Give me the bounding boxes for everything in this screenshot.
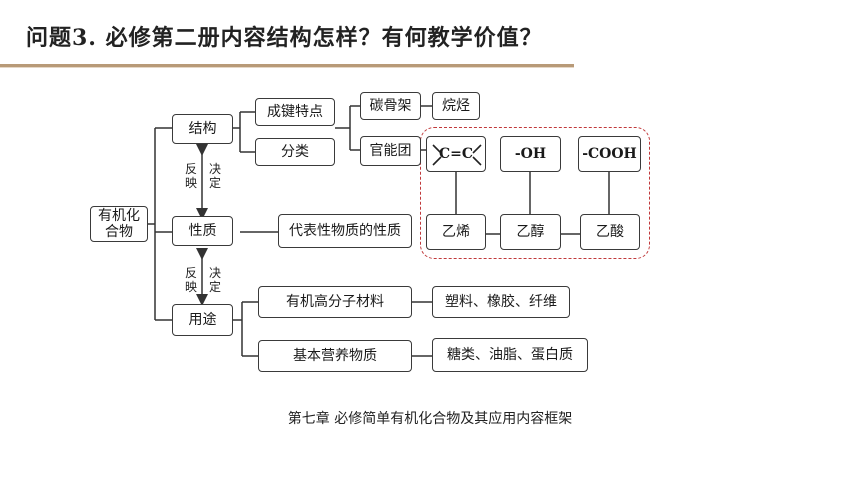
node-ethanol: 乙醇 (500, 214, 561, 250)
node-ethylene: 乙烯 (426, 214, 486, 250)
relation-reflect-2: 反 映 (184, 266, 197, 294)
node-property: 性质 (172, 216, 233, 246)
relation-determine-1: 决 定 (208, 162, 221, 190)
node-functional-group: 官能团 (360, 136, 421, 166)
node-cc-double: C=C (426, 136, 486, 172)
node-representative: 代表性物质的性质 (278, 214, 412, 248)
node-bond-feature: 成键特点 (255, 98, 335, 126)
node-classification: 分类 (255, 138, 335, 166)
node-acetic-acid: 乙酸 (580, 214, 640, 250)
node-oh: -OH (500, 136, 561, 172)
node-cooh: -COOH (578, 136, 641, 172)
title-underline (0, 64, 574, 67)
relation-reflect-1: 反 映 (184, 162, 197, 190)
node-nutrients: 基本营养物质 (258, 340, 412, 372)
node-polymer-examples: 塑料、橡胶、纤维 (432, 286, 570, 318)
cc-double-bond-icon (432, 144, 482, 166)
node-carbon-skeleton: 碳骨架 (360, 92, 421, 120)
relation-determine-2: 决 定 (208, 266, 221, 294)
node-alkane: 烷烃 (432, 92, 480, 120)
functional-group-highlight (420, 127, 650, 259)
node-usage: 用途 (172, 304, 233, 336)
cc-double-label: C=C (438, 146, 473, 162)
node-polymer: 有机高分子材料 (258, 286, 412, 318)
title-underline-shadow (0, 67, 574, 68)
node-nutrient-examples: 糖类、油脂、蛋白质 (432, 338, 588, 372)
figure-caption: 第七章 必修简单有机化合物及其应用内容框架 (287, 411, 573, 427)
page-title: 问题3. 必修第二册内容结构怎样？有何教学价值？ (26, 25, 543, 51)
node-structure: 结构 (172, 114, 233, 144)
node-root: 有机化 合物 (90, 206, 148, 242)
